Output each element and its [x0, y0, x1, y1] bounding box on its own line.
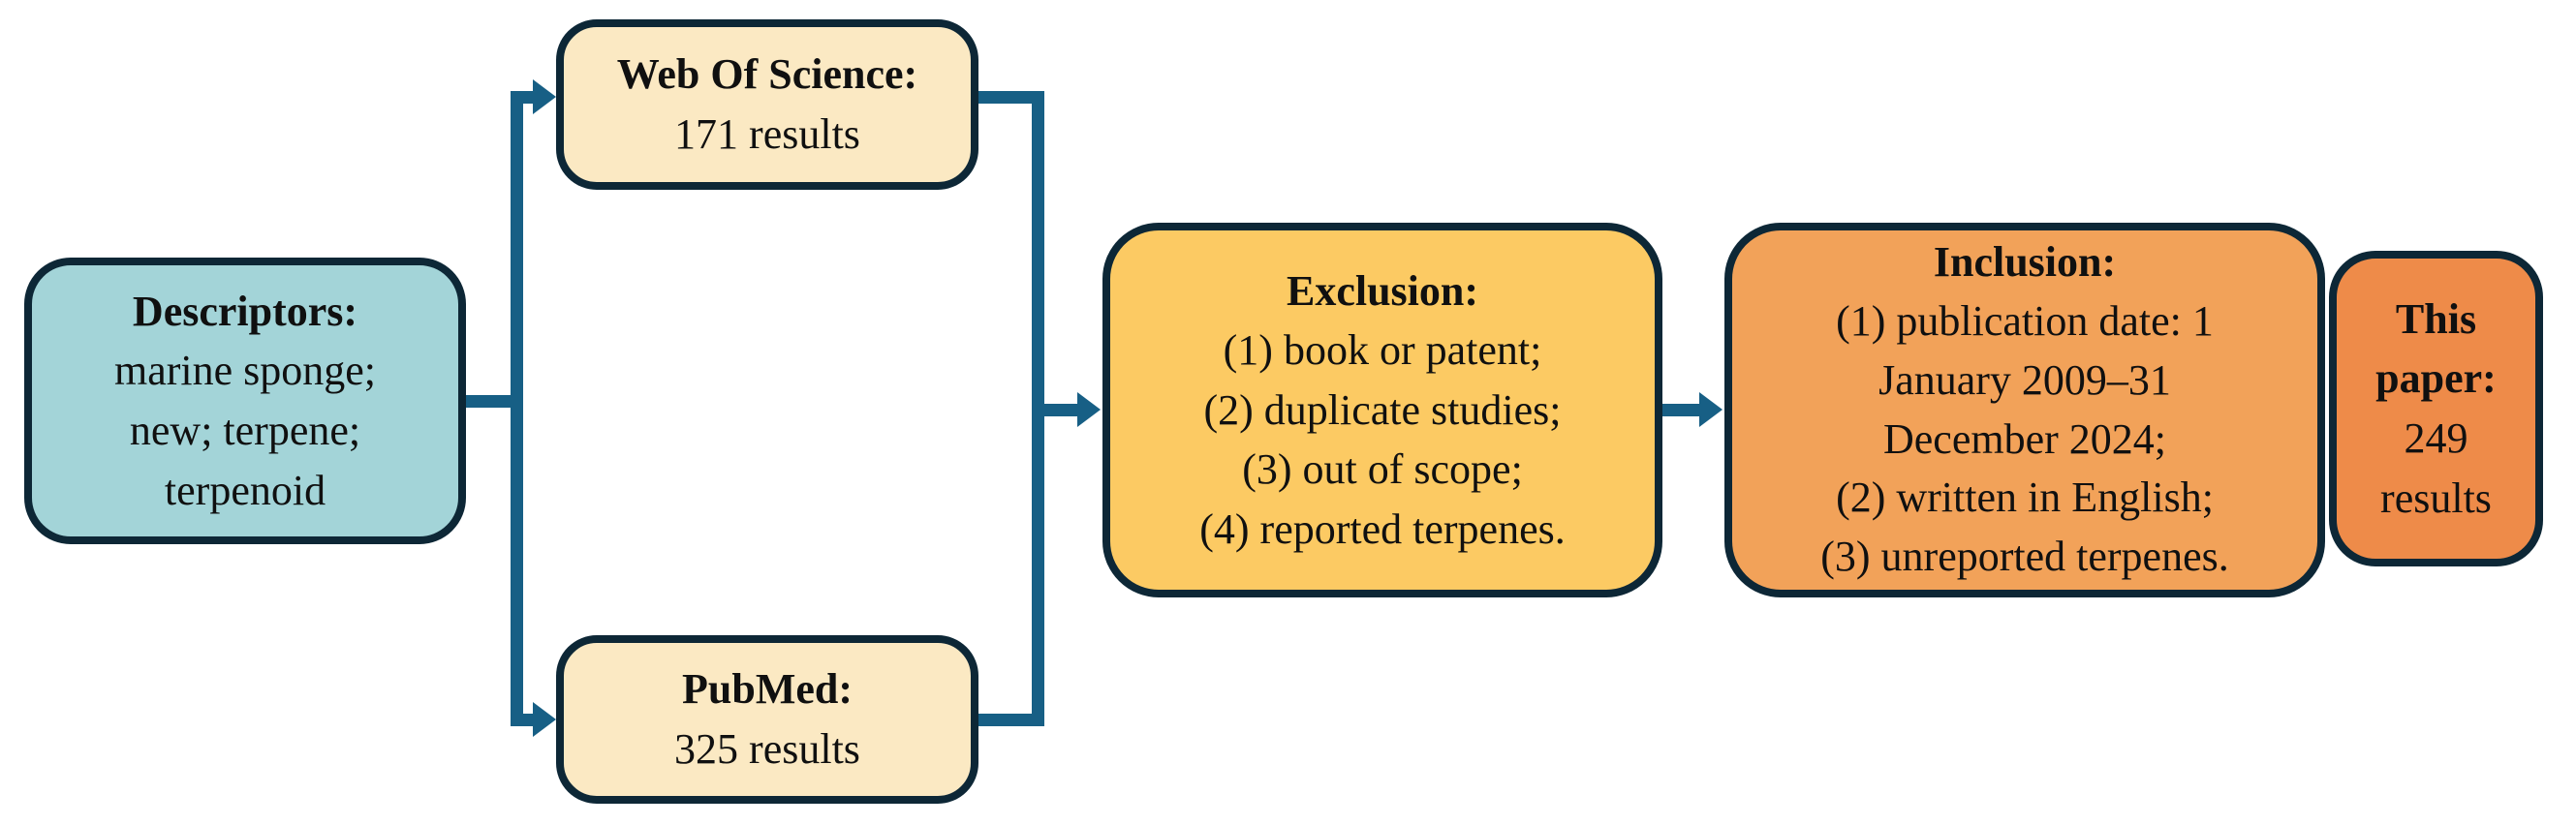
connector-pubmed-to-merge: [975, 714, 1044, 726]
flow-node-descriptors: Descriptors: marine sponge; new; terpene…: [24, 258, 466, 544]
this-paper-title: This paper:: [2375, 294, 2497, 403]
exclusion-title: Exclusion:: [1286, 266, 1479, 315]
connector-merge-to-exclusion: [1032, 404, 1080, 416]
this-paper-results: 249 results: [2380, 414, 2492, 522]
inclusion-criterion: January 2009–31: [1878, 355, 2171, 404]
web-of-science-results: 171 results: [674, 110, 860, 158]
flow-node-pubmed: PubMed: 325 results: [556, 635, 978, 804]
exclusion-criterion: (3) out of scope;: [1242, 445, 1523, 494]
flow-node-web-of-science: Web Of Science: 171 results: [556, 19, 978, 190]
flow-node-exclusion: Exclusion: (1) book or patent; (2) dupli…: [1102, 223, 1662, 597]
connector-descriptors-to-branch: [466, 395, 516, 408]
inclusion-criterion: (1) publication date: 1: [1836, 297, 2214, 346]
inclusion-criterion: December 2024;: [1883, 414, 2166, 463]
pubmed-results: 325 results: [674, 725, 860, 773]
inclusion-criterion: (2) written in English;: [1836, 474, 2214, 522]
exclusion-criterion: (4) reported terpenes.: [1199, 504, 1566, 553]
descriptors-title: Descriptors:: [132, 287, 358, 335]
connector-branch-left-vertical: [511, 91, 523, 726]
inclusion-title: Inclusion:: [1933, 238, 2117, 287]
exclusion-criterion: (1) book or patent;: [1223, 326, 1542, 375]
connector-branch-to-web-of-science: [511, 91, 536, 104]
descriptors-line: new; terpene;: [129, 407, 361, 454]
arrowhead-to-exclusion-icon: [1077, 392, 1101, 427]
flow-node-inclusion: Inclusion: (1) publication date: 1 Janua…: [1724, 223, 2325, 597]
exclusion-criterion: (2) duplicate studies;: [1203, 385, 1562, 434]
web-of-science-title: Web Of Science:: [616, 50, 918, 99]
connector-branch-to-pubmed: [511, 714, 536, 726]
connector-web-of-science-to-merge: [975, 91, 1044, 104]
descriptors-line: marine sponge;: [113, 347, 377, 395]
arrowhead-to-inclusion-icon: [1699, 392, 1723, 427]
arrowhead-to-web-of-science-icon: [533, 79, 556, 114]
arrowhead-to-pubmed-icon: [533, 702, 556, 737]
inclusion-criterion: (3) unreported terpenes.: [1820, 532, 2229, 580]
connector-exclusion-to-inclusion: [1662, 404, 1703, 416]
pubmed-title: PubMed:: [682, 665, 853, 714]
descriptors-line: terpenoid: [164, 466, 326, 514]
flow-node-this-paper: This paper: 249 results: [2329, 251, 2543, 566]
